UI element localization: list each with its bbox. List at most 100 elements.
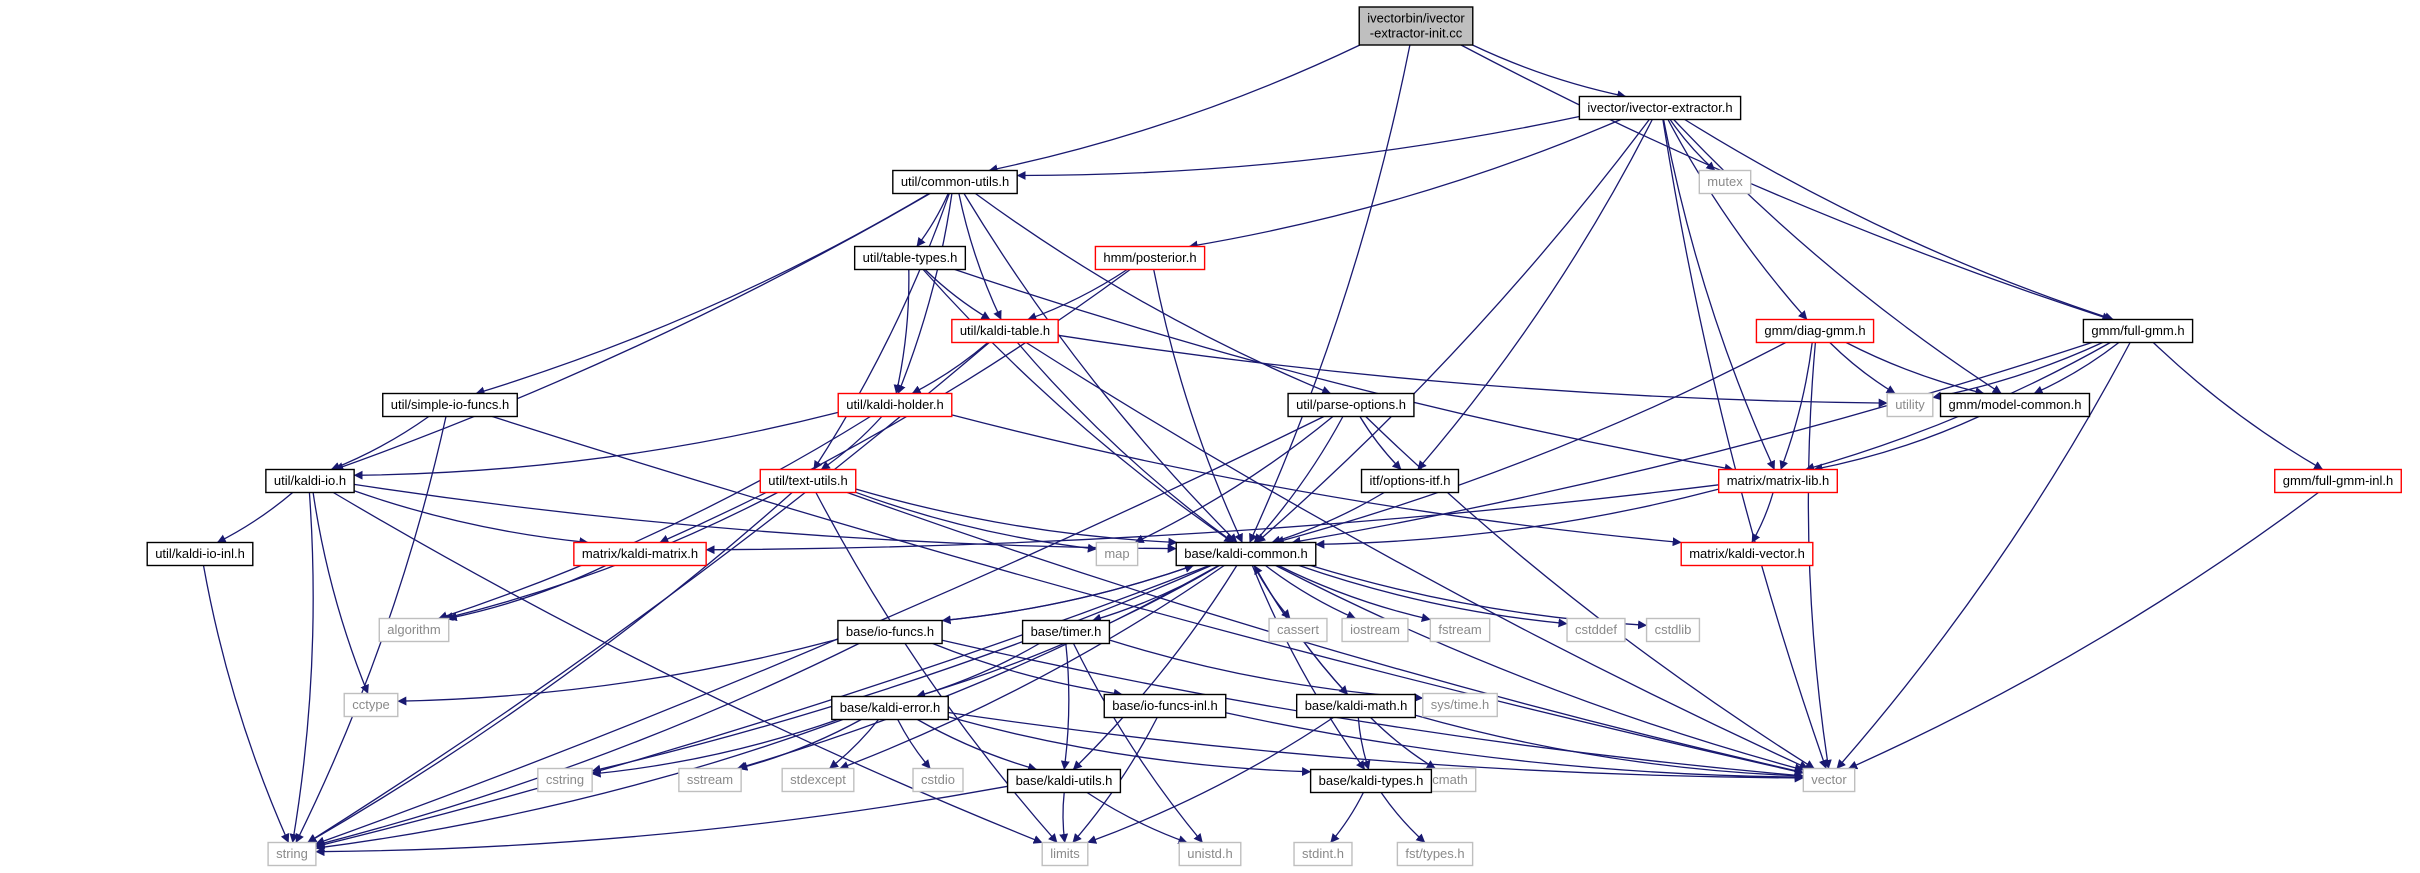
node-util-kaldi-holder-h[interactable]: util/kaldi-holder.h (837, 392, 953, 418)
node-util-common-utils-h[interactable]: util/common-utils.h (892, 169, 1018, 195)
node-itf-options-itf-h[interactable]: itf/options-itf.h (1360, 468, 1460, 494)
node-ivectorbin-ivector-extractor-init-cc[interactable]: ivectorbin/ivector-extractor-init.cc (1358, 6, 1474, 46)
edge-line (1380, 792, 1426, 843)
edge-line (948, 716, 1312, 777)
node-label: mutex (1707, 174, 1743, 189)
node-util-kaldi-io-h[interactable]: util/kaldi-io.h (265, 468, 355, 494)
node-label: gmm/model-common.h (1949, 397, 2082, 412)
node-util-table-types-h[interactable]: util/table-types.h (853, 245, 967, 271)
edge-line (951, 414, 1682, 547)
edge-line (942, 564, 1194, 622)
edge-kaldi_common-to-vector (1275, 564, 1804, 773)
edge-line (591, 718, 839, 778)
edge-kaldi_common-to-kaldi_utils (1072, 565, 1238, 770)
node-limits: limits (1041, 841, 1089, 867)
edge-line (1072, 643, 1203, 843)
node-base-io-funcs-inl-h[interactable]: base/io-funcs-inl.h (1103, 693, 1227, 719)
edge-line (1460, 44, 2112, 322)
edge-line (1415, 714, 1804, 781)
node-base-kaldi-math-h[interactable]: base/kaldi-math.h (1295, 693, 1417, 719)
edge-kaldi_error-to-kaldi_utils (917, 718, 1038, 772)
edge-layer (202, 44, 2324, 857)
node-box (573, 541, 707, 567)
edge-line (1370, 717, 1436, 770)
edge-full_gmm-to-full_gmm_inl (2152, 342, 2324, 471)
node-gmm-model-common-h[interactable]: gmm/model-common.h (1939, 392, 2091, 418)
edge-line (353, 411, 839, 480)
node-label: cctype (352, 697, 390, 712)
edge-line (1662, 119, 1828, 769)
edge-table_types-to-kaldi_table (924, 269, 991, 321)
edge-ivext-to-mutex (1669, 119, 1716, 171)
edge-line (315, 564, 1210, 849)
edge-kaldi_types-to-stdint (1330, 792, 1364, 843)
edge-kaldi_io-to-string (289, 492, 314, 843)
node-box (1578, 95, 1742, 121)
node-label: iostream (1350, 622, 1400, 637)
edge-kaldi_holder-to-kaldi_vector (951, 414, 1682, 547)
node-box (1103, 693, 1227, 719)
node-box (1178, 841, 1242, 867)
edge-ivext-to-hmm_post (1188, 118, 1622, 250)
edge-kaldi_error-to-kaldi_types (948, 716, 1312, 777)
node-map: map (1095, 541, 1139, 567)
node-box (1006, 768, 1122, 794)
edge-line (1751, 492, 1774, 543)
node-matrix-kaldi-vector-h[interactable]: matrix/kaldi-vector.h (1680, 541, 1814, 567)
edge-line (941, 639, 1804, 780)
edge-kaldi_io_inl-to-string (202, 565, 290, 843)
node-label: base/kaldi-utils.h (1016, 773, 1113, 788)
edge-line (330, 415, 430, 471)
node-gmm-full-gmm-inl-h[interactable]: gmm/full-gmm-inl.h (2274, 468, 2402, 494)
node-gmm-diag-gmm-h[interactable]: gmm/diag-gmm.h (1755, 318, 1875, 344)
node-matrix-kaldi-matrix-h[interactable]: matrix/kaldi-matrix.h (573, 541, 707, 567)
edge-line (1134, 415, 1334, 544)
edge-line (475, 192, 930, 396)
edge-hmm_post-to-kaldi_common (1153, 269, 1243, 543)
node-box (1718, 468, 1838, 494)
edge-line (736, 564, 1220, 771)
node-string: string (267, 841, 317, 867)
node-box (1939, 392, 2091, 418)
node-stdint-h: stdint.h (1293, 841, 1353, 867)
node-base-kaldi-error-h[interactable]: base/kaldi-error.h (831, 695, 949, 721)
edge-line (1684, 118, 2114, 322)
node-box (1268, 617, 1328, 643)
node-vector: vector (1802, 767, 1856, 793)
edge-line (591, 564, 1212, 774)
node-box (267, 841, 317, 867)
edge-line (1256, 119, 1650, 543)
node-base-kaldi-utils-h[interactable]: base/kaldi-utils.h (1006, 768, 1122, 794)
node-base-io-funcs-h[interactable]: base/io-funcs.h (837, 619, 943, 645)
edge-common_utils-to-text_utils (813, 193, 950, 470)
node-util-simple-io-funcs-h[interactable]: util/simple-io-funcs.h (382, 392, 518, 418)
node-util-kaldi-table-h[interactable]: util/kaldi-table.h (951, 318, 1059, 344)
node-hmm-posterior-h[interactable]: hmm/posterior.h (1094, 245, 1206, 271)
node-util-text-utils-h[interactable]: util/text-utils.h (759, 468, 857, 494)
node-gmm-full-gmm-h[interactable]: gmm/full-gmm.h (2082, 318, 2194, 344)
edge-line (1330, 792, 1364, 843)
edge-kaldi_table-to-kaldi_common (1016, 342, 1234, 544)
edge-line (932, 642, 1123, 698)
node-label: cstdio (921, 772, 955, 787)
node-util-parse-options-h[interactable]: util/parse-options.h (1287, 392, 1415, 418)
node-box (1429, 617, 1491, 643)
node-base-kaldi-common-h[interactable]: base/kaldi-common.h (1175, 541, 1317, 567)
node-cstdio: cstdio (912, 767, 964, 793)
node-ivector-ivector-extractor-h[interactable]: ivector/ivector-extractor.h (1578, 95, 1742, 121)
node-label: map (1104, 546, 1129, 561)
node-util-kaldi-io-inl-h[interactable]: util/kaldi-io-inl.h (146, 541, 254, 567)
node-matrix-matrix-lib-h[interactable]: matrix/matrix-lib.h (1718, 468, 1838, 494)
edge-line (988, 44, 1361, 174)
node-box (1360, 468, 1460, 494)
node-base-timer-h[interactable]: base/timer.h (1021, 619, 1111, 645)
node-label: sys/time.h (1431, 697, 1490, 712)
edge-line (916, 193, 949, 247)
edge-line (813, 193, 950, 470)
node-box (1309, 768, 1433, 794)
node-label: gmm/diag-gmm.h (1764, 323, 1865, 338)
edge-table_types-to-matrix_lib (954, 268, 1734, 473)
edge-kaldi_table-to-kaldi_holder (911, 342, 989, 395)
node-box (892, 169, 1018, 195)
node-base-kaldi-types-h[interactable]: base/kaldi-types.h (1309, 768, 1433, 794)
